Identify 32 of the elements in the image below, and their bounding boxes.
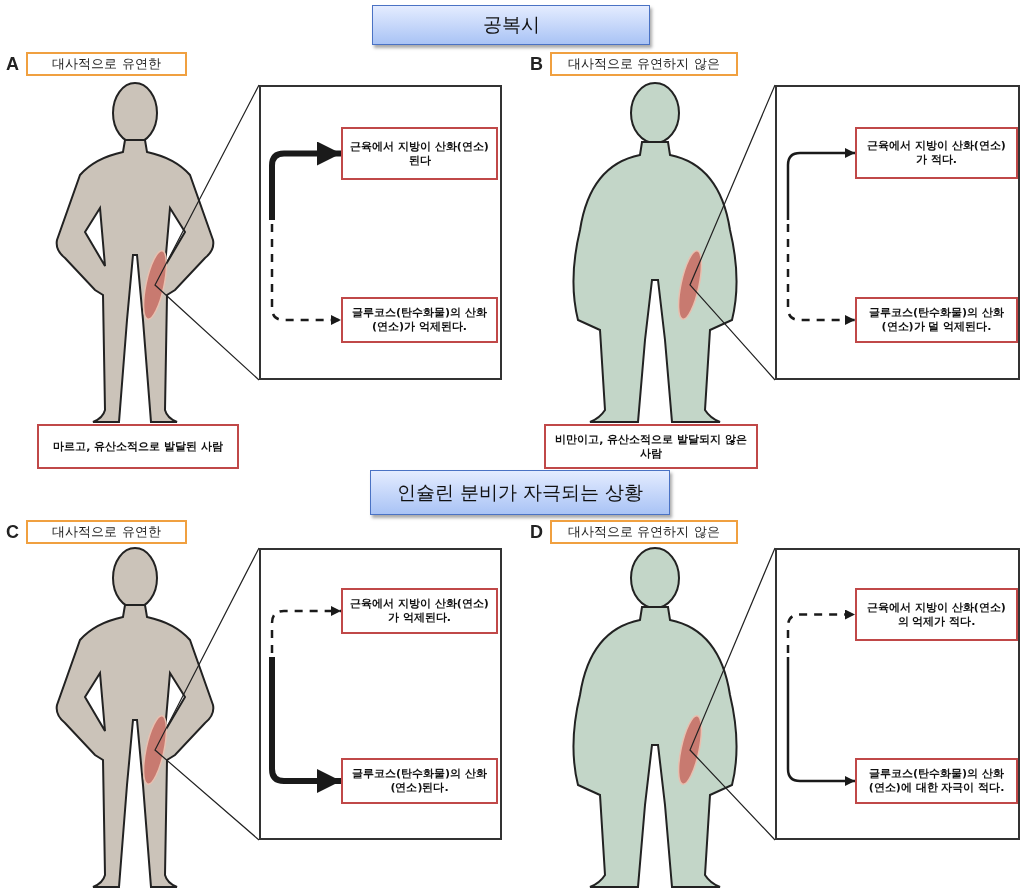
panel-letter: A bbox=[6, 54, 19, 75]
result-box: 글루코스(탄수화물)의 산화(연소)된다. bbox=[341, 758, 498, 804]
result-box: 글루코스(탄수화물)의 산화(연소)가 억제된다. bbox=[341, 297, 498, 343]
panel-letter: B bbox=[530, 54, 543, 75]
category-tag: 대사적으로 유연한 bbox=[26, 52, 187, 76]
result-box: 근육에서 지방이 산화(연소)가 적다. bbox=[855, 127, 1018, 179]
arrow bbox=[786, 148, 855, 220]
result-box: 근육에서 지방이 산화(연소)의 억제가 적다. bbox=[855, 588, 1018, 641]
result-box: 글루코스(탄수화물)의 산화(연소)에 대한 자극이 적다. bbox=[855, 758, 1018, 804]
magnified-view-panel bbox=[775, 548, 1020, 840]
arrow bbox=[786, 609, 855, 653]
arrow bbox=[269, 141, 341, 220]
caption-box: 비만이고, 유산소적으로 발달되지 않은 사람 bbox=[544, 424, 758, 469]
result-box: 글루코스(탄수화물)의 산화(연소)가 덜 억제된다. bbox=[855, 297, 1018, 343]
category-tag: 대사적으로 유연하지 않은 bbox=[550, 52, 738, 76]
panel-letter: C bbox=[6, 522, 19, 543]
title-banner: 공복시 bbox=[372, 5, 650, 45]
arrow bbox=[269, 657, 341, 793]
title-banner: 인슐린 분비가 자극되는 상황 bbox=[370, 470, 670, 515]
category-tag: 대사적으로 유연한 bbox=[26, 520, 187, 544]
magnified-view-panel bbox=[259, 548, 502, 840]
arrow bbox=[786, 224, 855, 325]
result-box: 근육에서 지방이 산화(연소)가 억제된다. bbox=[341, 588, 498, 634]
arrow bbox=[270, 224, 341, 325]
panel-letter: D bbox=[530, 522, 543, 543]
category-tag: 대사적으로 유연하지 않은 bbox=[550, 520, 738, 544]
result-box: 근육에서 지방이 산화(연소)된다 bbox=[341, 127, 498, 180]
magnified-view-panel bbox=[775, 85, 1020, 380]
arrow bbox=[786, 657, 855, 786]
magnified-view-panel bbox=[259, 85, 502, 380]
arrow bbox=[270, 606, 341, 653]
caption-box: 마르고, 유산소적으로 발달된 사람 bbox=[37, 424, 239, 469]
